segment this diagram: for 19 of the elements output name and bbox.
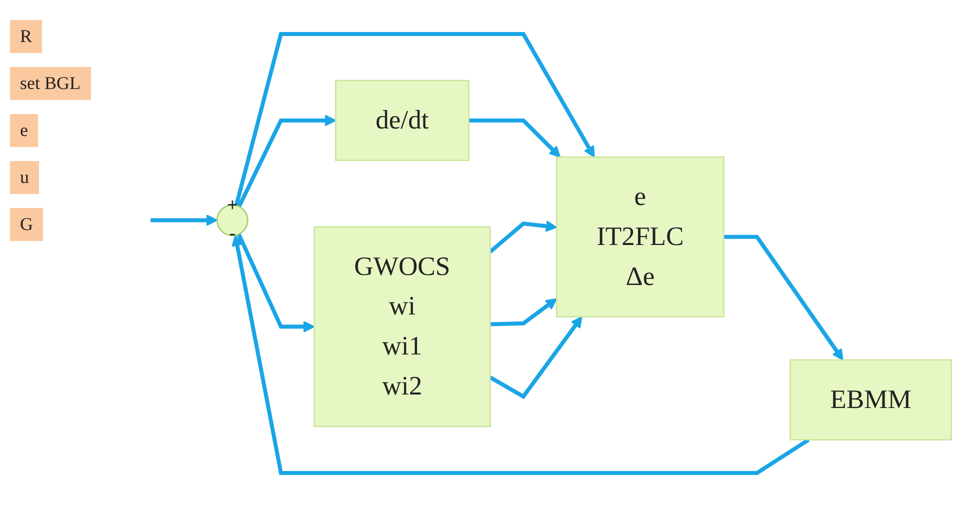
arrow: [724, 234, 844, 360]
arrow: [237, 114, 336, 208]
node-box: EBMM: [790, 359, 952, 440]
signal-label: u: [10, 161, 39, 194]
node-box: GWOCS wi wi1 wi2: [314, 226, 491, 428]
arrow: [232, 234, 810, 475]
signal-label: e: [10, 114, 38, 147]
arrow: [468, 118, 561, 158]
arrow: [490, 298, 558, 326]
node-box: de/dt: [334, 80, 470, 162]
arrow: [150, 214, 218, 226]
signal-label: R: [10, 20, 42, 53]
arrow: [489, 316, 582, 400]
signal-label: set BGL: [10, 67, 90, 100]
arrow: [234, 32, 595, 206]
arrow: [488, 220, 558, 254]
arrow: [236, 233, 315, 333]
node-box: e IT2FLC Δe: [556, 156, 724, 318]
signal-label: G: [10, 208, 43, 241]
